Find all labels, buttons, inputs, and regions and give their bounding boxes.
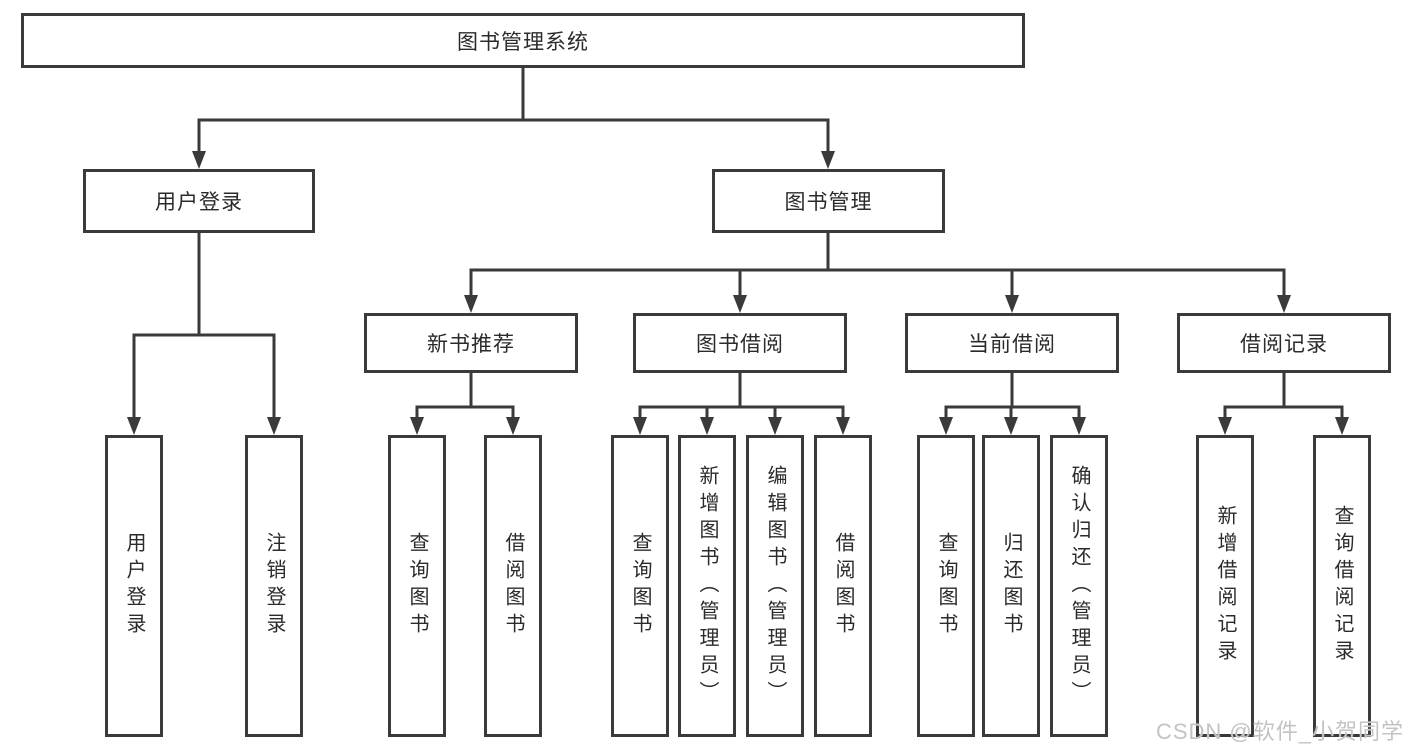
leaf-query-books-current-label: 查询图书	[935, 532, 957, 640]
leaf-logout: 注销登录	[245, 435, 303, 737]
leaf-query-books-borrow-label: 查询图书	[629, 532, 651, 640]
leaf-borrow-books-label: 借阅图书	[832, 532, 854, 640]
node-borrow-records-label: 借阅记录	[1240, 333, 1328, 356]
leaf-confirm-return-admin-label: 确认归还（管理员）	[1068, 464, 1090, 708]
node-new-book-recommend: 新书推荐	[364, 313, 578, 373]
leaf-logout-label: 注销登录	[263, 532, 285, 640]
leaf-edit-book-admin: 编辑图书（管理员）	[746, 435, 804, 737]
leaf-query-books-recommend-label: 查询图书	[406, 532, 428, 640]
leaf-query-books-current: 查询图书	[917, 435, 975, 737]
node-book-borrow: 图书借阅	[633, 313, 847, 373]
leaf-add-book-admin: 新增图书（管理员）	[678, 435, 736, 737]
leaf-borrow-books: 借阅图书	[814, 435, 872, 737]
leaf-return-book: 归还图书	[982, 435, 1040, 737]
node-current-borrow: 当前借阅	[905, 313, 1119, 373]
leaf-edit-book-admin-label: 编辑图书（管理员）	[764, 464, 786, 708]
node-user-login-label: 用户登录	[155, 191, 243, 214]
csdn-watermark: CSDN @软件_小贺同学	[1155, 719, 1404, 744]
leaf-borrow-books-recommend: 借阅图书	[484, 435, 542, 737]
leaf-borrow-books-recommend-label: 借阅图书	[502, 532, 524, 640]
leaf-user-login-label: 用户登录	[123, 532, 145, 640]
node-library-system-label: 图书管理系统	[457, 30, 589, 54]
node-book-borrow-label: 图书借阅	[696, 333, 784, 356]
leaf-add-borrow-record-label: 新增借阅记录	[1214, 505, 1236, 667]
leaf-add-borrow-record: 新增借阅记录	[1196, 435, 1254, 737]
node-library-system: 图书管理系统	[21, 13, 1025, 68]
leaf-query-books-borrow: 查询图书	[611, 435, 669, 737]
leaf-confirm-return-admin: 确认归还（管理员）	[1050, 435, 1108, 737]
leaf-query-borrow-record-label: 查询借阅记录	[1331, 505, 1353, 667]
node-book-management-label: 图书管理	[784, 191, 873, 214]
node-current-borrow-label: 当前借阅	[968, 333, 1056, 356]
node-book-management: 图书管理	[712, 169, 945, 233]
node-borrow-records: 借阅记录	[1177, 313, 1391, 373]
leaf-return-book-label: 归还图书	[1000, 532, 1022, 640]
leaf-query-borrow-record: 查询借阅记录	[1313, 435, 1371, 737]
node-user-login: 用户登录	[83, 169, 315, 233]
leaf-query-books-recommend: 查询图书	[388, 435, 446, 737]
node-new-book-recommend-label: 新书推荐	[427, 333, 515, 356]
leaf-user-login: 用户登录	[105, 435, 163, 737]
leaf-add-book-admin-label: 新增图书（管理员）	[696, 464, 718, 708]
